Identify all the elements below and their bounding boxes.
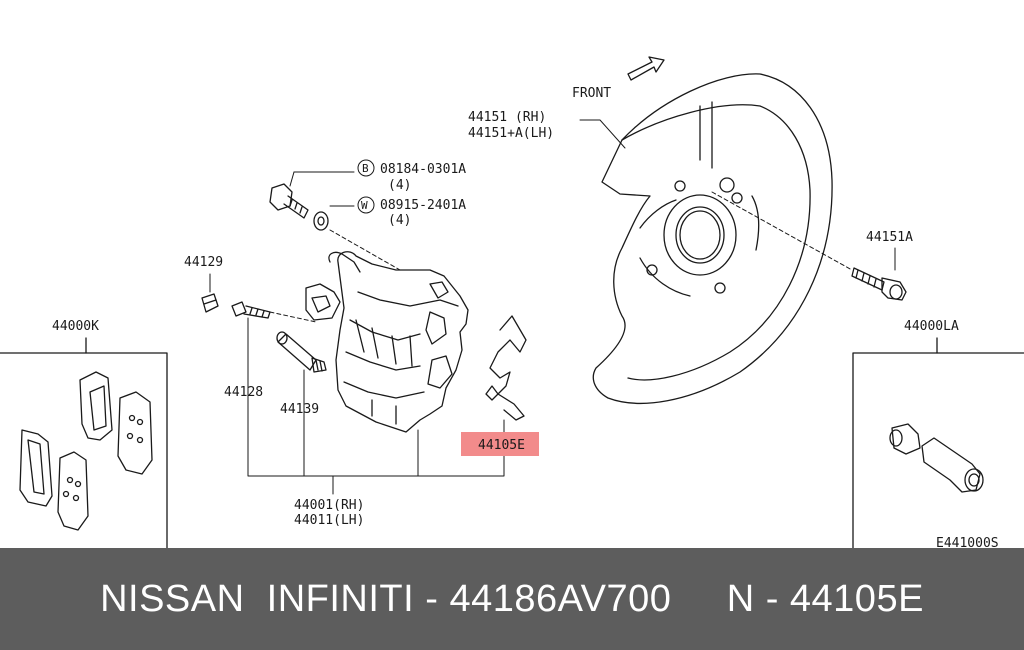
figure-code-label: E441000S bbox=[936, 536, 999, 548]
label-44151-lh: 44151+A(LH) bbox=[468, 126, 554, 141]
label-44000k: 44000K bbox=[52, 319, 99, 334]
dust-shield-part bbox=[592, 73, 833, 404]
marker-w: W bbox=[361, 199, 368, 212]
bleeder-cap-part bbox=[201, 293, 219, 313]
brake-caliper-part bbox=[305, 251, 469, 433]
label-44151-rh: 44151 (RH) bbox=[468, 110, 546, 125]
part-number-text: NISSAN INFINITI - 44186AV700 N - 44105E bbox=[100, 577, 924, 620]
label-44105e: 44105E bbox=[478, 438, 525, 453]
label-44139: 44139 bbox=[280, 402, 319, 417]
shield-bolt-part bbox=[851, 267, 907, 301]
marker-b: B bbox=[362, 162, 369, 175]
bolt-code-label: 08184-0301A bbox=[380, 162, 466, 177]
label-44000la: 44000LA bbox=[904, 319, 959, 334]
washer-code-label: 08915-2401A bbox=[380, 198, 466, 213]
label-44001-rh: 44001(RH) bbox=[294, 498, 364, 513]
label-44128: 44128 bbox=[224, 385, 263, 400]
front-arrow-icon bbox=[627, 56, 665, 81]
anti-rattle-spring-part bbox=[485, 315, 527, 421]
label-44011-lh: 44011(LH) bbox=[294, 513, 364, 528]
part-number-banner: NISSAN INFINITI - 44186AV700 N - 44105E bbox=[0, 548, 1024, 650]
label-44129: 44129 bbox=[184, 255, 223, 270]
caliper-bolt-part bbox=[269, 183, 329, 231]
bolt-qty-label: (4) bbox=[388, 178, 411, 193]
hardware-kit-box bbox=[852, 337, 1024, 548]
highlight-44105e bbox=[461, 432, 539, 456]
washer-qty-label: (4) bbox=[388, 213, 411, 228]
label-44151a: 44151A bbox=[866, 230, 913, 245]
guide-sleeve-part bbox=[276, 331, 327, 373]
bleeder-screw-part bbox=[231, 301, 271, 319]
parts-diagram: FRONT 44151 (RH) 44151+A(LH) B 08184-030… bbox=[0, 56, 1024, 548]
front-label: FRONT bbox=[572, 86, 611, 101]
pad-kit-box bbox=[0, 337, 168, 548]
